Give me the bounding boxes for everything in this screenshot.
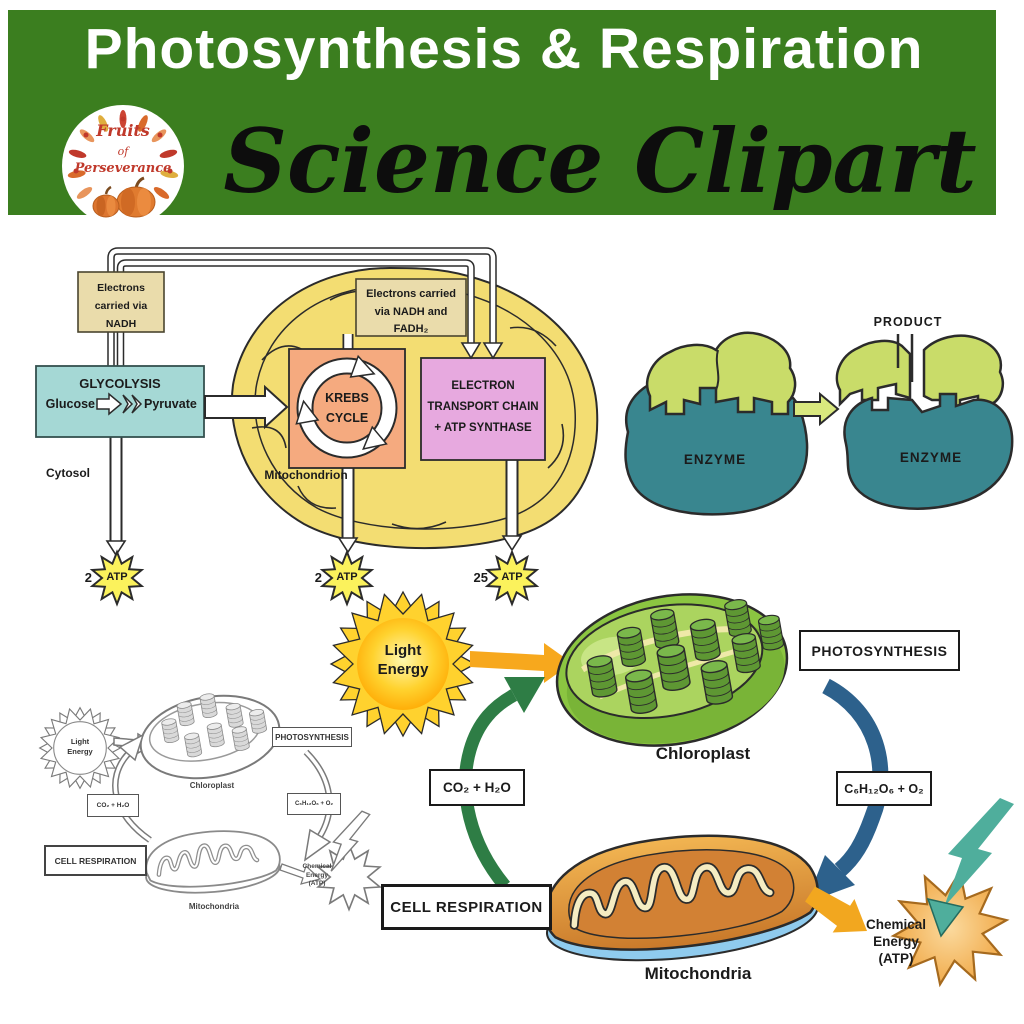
pumpkin-icon	[116, 176, 156, 218]
enzyme-right-shape	[843, 392, 1014, 510]
atp-label-1: ATP	[106, 571, 128, 583]
product-left-shape	[835, 339, 912, 408]
glucose-oxygen-box: C₆H₁₂O₆ + O₂	[836, 771, 932, 806]
bw-chloroplast-label: Chloroplast	[189, 781, 235, 790]
bw-photosynthesis-box: PHOTOSYNTHESIS	[272, 727, 352, 747]
co2-water-box: CO₂ + H₂O	[429, 769, 525, 806]
pyruvate-label: Pyruvate	[144, 397, 197, 411]
glycolysis-title: GLYCOLYSIS	[79, 376, 161, 391]
logo-line2: of	[117, 145, 129, 158]
logo-line1: Fruits	[96, 121, 150, 140]
pipe-arrowheads	[105, 342, 523, 557]
cytosol-label: Cytosol	[45, 466, 90, 480]
substrate-shape	[645, 331, 797, 416]
bw-chemical-energy-label: Chemical Energy (ATP)	[302, 863, 332, 887]
bw-co2-water-box: CO₂ + H₂O	[87, 794, 139, 817]
atp-count-2: 2	[314, 570, 322, 585]
reaction-arrow	[793, 391, 840, 427]
mitochondria-illustration	[544, 834, 819, 962]
brand-logo: Fruits of Perseverance	[62, 105, 184, 227]
mitochondrion-label: Mitochondrion	[264, 468, 348, 482]
krebs-cycle-ring	[291, 355, 398, 459]
chloroplast-label: Chloroplast	[655, 744, 751, 763]
enzyme-left-label: ENZYME	[683, 452, 747, 467]
enzyme-right-label: ENZYME	[899, 450, 963, 465]
etc-box-text: ELECTRON TRANSPORT CHAIN + ATP SYNTHASE	[427, 380, 539, 434]
lightning-bolt-tip	[926, 897, 965, 938]
page-title: Photosynthesis & Respiration	[84, 17, 924, 81]
wreath-leaves	[67, 110, 179, 199]
light-energy-label: Light Energy	[377, 642, 429, 678]
chemical-energy-label: Chemical Energy (ATP)	[865, 917, 927, 966]
logo-wreath-icon	[67, 110, 179, 218]
nadh-box-text: Electrons carried via NADH	[94, 282, 148, 330]
bw-mitochondria-label: Mitochondria	[188, 902, 240, 911]
krebs-cycle-text: KREBS CYCLE	[325, 391, 369, 425]
chloroplast-illustration	[555, 593, 789, 747]
logo-line3: Perseverance	[74, 161, 172, 176]
atp-count-3: 25	[473, 570, 488, 585]
atp-label-3: ATP	[501, 571, 523, 583]
bw-light-energy-label: Light Energy	[67, 737, 93, 756]
atp-output-arrow	[805, 886, 868, 933]
fadh-box-shape	[355, 278, 467, 337]
page-subtitle: Science Clipart	[223, 109, 977, 213]
bw-cycle-diagram	[30, 692, 381, 911]
small-pumpkin-icon	[92, 185, 120, 218]
light-to-chloroplast-arrow	[470, 643, 572, 683]
glucose-pyruvate-arrows	[96, 392, 143, 416]
glycolysis-to-krebs-arrow	[204, 384, 289, 430]
bw-cell-respiration-box: CELL RESPIRATION	[44, 845, 147, 876]
product-right-shape	[922, 334, 1004, 414]
fadh-box-text: Electrons carried via NADH and FADH₂	[366, 288, 456, 335]
glycolysis-box-shape	[35, 365, 205, 438]
product-label: PRODUCT	[873, 315, 943, 329]
glucose-label: Glucose	[45, 397, 95, 411]
electron-pipes	[107, 247, 519, 542]
bw-glucose-oxygen-box: C₆H₁₂O₆ + O₂	[287, 793, 341, 815]
photosynthesis-box: PHOTOSYNTHESIS	[799, 630, 960, 671]
cell-respiration-box: CELL RESPIRATION	[381, 884, 552, 930]
mitochondria-label: Mitochondria	[644, 964, 752, 983]
atp-label-2: ATP	[336, 571, 358, 583]
lightning-bolt-icon	[944, 798, 1014, 907]
atp-count-1: 2	[84, 570, 92, 585]
enzyme-diagram	[624, 331, 1014, 516]
etc-box-shape	[420, 357, 546, 461]
sun-illustration	[314, 575, 492, 753]
nadh-box-shape	[77, 271, 165, 333]
co2-water-arrow	[459, 677, 545, 891]
